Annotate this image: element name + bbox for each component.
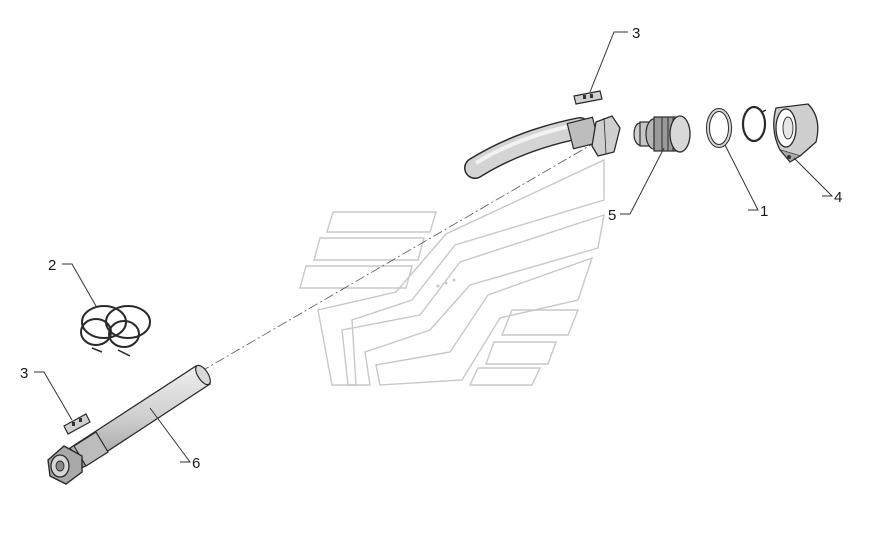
cap-housing (773, 103, 819, 163)
callout-3-upper: 3 (632, 25, 640, 42)
clip-upper (573, 90, 603, 105)
spring-rings (80, 305, 151, 357)
clip-lower (63, 413, 91, 435)
cap-spring-ring (741, 105, 767, 143)
upper-hose (464, 115, 621, 179)
callout-2: 2 (48, 257, 56, 274)
lower-hose (47, 364, 211, 485)
leader-lines (34, 31, 834, 463)
callout-3-lower: 3 (20, 365, 28, 382)
watermark-logo (299, 158, 605, 386)
assembly-centerline (199, 127, 621, 373)
callout-labels: 3 5 1 4 2 3 6 (20, 25, 842, 472)
callout-1: 1 (760, 203, 768, 220)
coupling-fitting (633, 115, 691, 153)
retaining-ring (706, 108, 732, 148)
callout-6: 6 (192, 455, 200, 472)
callout-4: 4 (834, 189, 842, 206)
callout-5: 5 (608, 207, 616, 224)
